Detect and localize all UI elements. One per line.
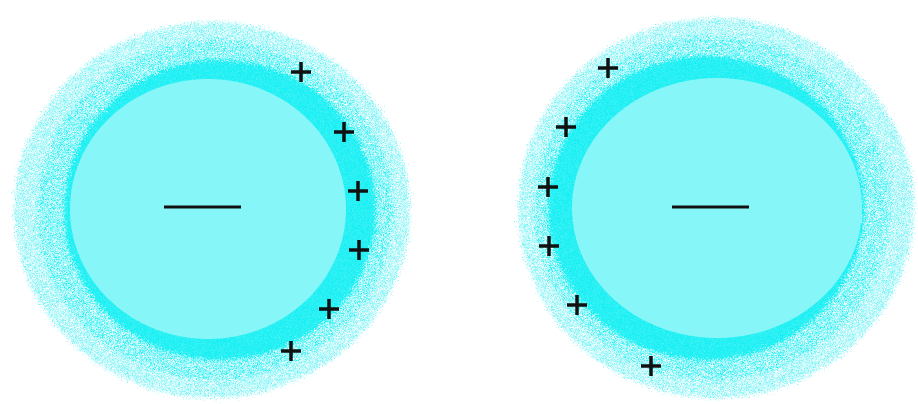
left-particle <box>14 22 410 398</box>
left-core <box>70 79 346 339</box>
right-particle <box>518 18 914 398</box>
